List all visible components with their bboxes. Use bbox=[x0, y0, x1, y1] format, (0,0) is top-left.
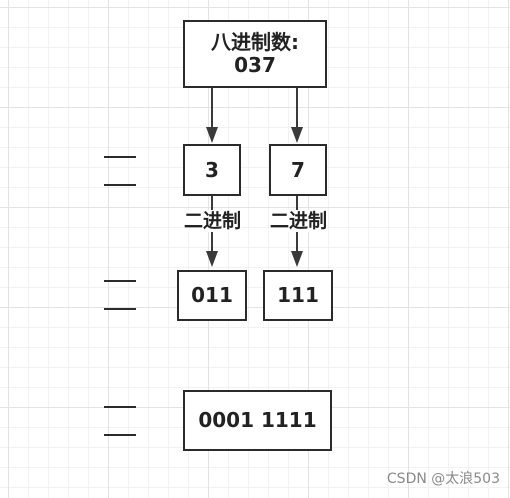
arrow-head-left-mid bbox=[206, 251, 218, 267]
binary-conversion-label-right: 二进制 bbox=[269, 210, 329, 232]
arrow-head-right-top bbox=[291, 127, 303, 143]
csdn-watermark: CSDN @太浪503 bbox=[386, 471, 500, 487]
left-dash-1b bbox=[104, 184, 136, 186]
binary-result-label: 0001 1111 bbox=[198, 408, 317, 432]
binary-conversion-label-left: 二进制 bbox=[183, 210, 243, 232]
binary-box-011-label: 011 bbox=[191, 283, 233, 307]
binary-box-111: 111 bbox=[263, 270, 333, 321]
digit-box-7: 7 bbox=[269, 144, 327, 196]
left-dash-2b bbox=[104, 308, 136, 310]
octal-box-value: 037 bbox=[234, 53, 276, 77]
octal-box-title: 八进制数: bbox=[211, 30, 299, 54]
left-dash-1a bbox=[104, 156, 136, 158]
binary-box-111-label: 111 bbox=[277, 283, 319, 307]
arrow-shaft-left-top bbox=[211, 88, 213, 128]
digit-box-3: 3 bbox=[183, 144, 241, 196]
left-dash-3a bbox=[104, 406, 136, 408]
arrow-head-left-top bbox=[206, 127, 218, 143]
binary-result-box: 0001 1111 bbox=[183, 390, 332, 451]
arrow-shaft-right-top bbox=[296, 88, 298, 128]
binary-box-011: 011 bbox=[177, 270, 247, 321]
digit-box-7-label: 7 bbox=[291, 157, 305, 182]
octal-number-box: 八进制数: 037 bbox=[183, 20, 327, 88]
arrow-head-right-mid bbox=[291, 251, 303, 267]
digit-box-3-label: 3 bbox=[205, 157, 219, 182]
left-dash-3b bbox=[104, 434, 136, 436]
left-dash-2a bbox=[104, 280, 136, 282]
